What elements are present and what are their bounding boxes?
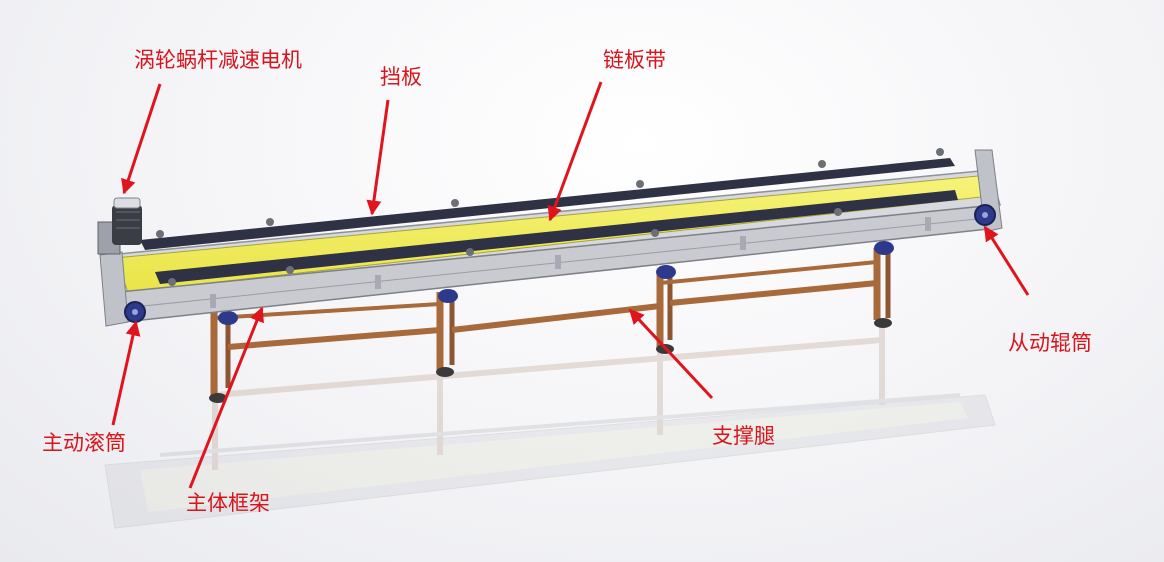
arrow-chain-belt [547,81,603,222]
conveyor-frame [99,148,1003,327]
callout-arrows [111,81,1030,489]
support-legs [209,241,894,403]
label-drive-roller: 主动滚筒 [42,431,126,455]
conveyor-reflection [104,318,996,529]
arrow-main-frame [188,306,264,489]
label-support-leg: 支撑腿 [712,424,775,448]
label-motor: 涡轮蜗杆减速电机 [134,48,302,72]
arrow-support-leg [628,308,714,400]
arrow-driven-roller [983,225,1030,296]
arrow-drive-roller [111,320,141,426]
label-chain-belt: 链板带 [603,48,666,72]
label-baffle: 挡板 [380,65,422,89]
label-main-frame: 主体框架 [186,491,270,515]
arrow-baffle [366,99,390,216]
label-driven-roller: 从动辊筒 [1008,331,1092,355]
gear-motor [97,197,142,255]
arrow-motor [121,83,162,195]
